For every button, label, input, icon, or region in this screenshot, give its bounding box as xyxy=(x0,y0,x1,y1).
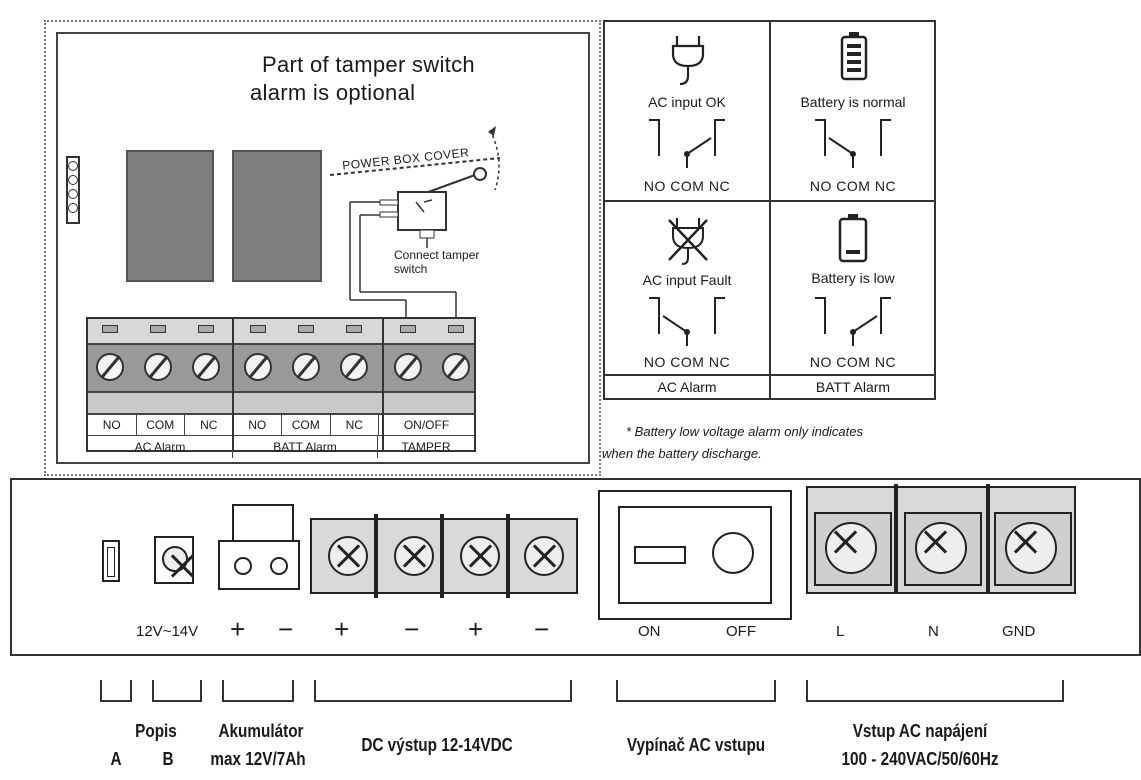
voltage-label: 12V~14V xyxy=(136,623,199,640)
footnote-line1: * Battery low voltage alarm only indicat… xyxy=(626,424,864,439)
terminal-screw-icon xyxy=(96,353,124,381)
power-terminal-panel xyxy=(10,478,1141,656)
status-label: AC input Fault xyxy=(642,272,732,288)
relay-status-grid: AC input OK NO COM NC Battery is normal … xyxy=(603,20,936,400)
battery-low-cell: Battery is low NO COM NC xyxy=(771,202,935,374)
terminal-label: NO xyxy=(234,415,282,435)
terminal-groups: AC Alarm BATT Alarm TAMPER xyxy=(88,436,474,458)
connect-tamper-line1: Connect tamper xyxy=(394,248,480,262)
contact-labels: NO COM NC xyxy=(809,178,897,194)
terminal-screw-icon xyxy=(292,353,320,381)
battery-normal-cell: Battery is normal NO COM NC xyxy=(771,22,935,200)
relay-contact-icon xyxy=(815,297,891,346)
ac-switch-frame xyxy=(598,490,792,620)
tamper-title-line2: alarm is optional xyxy=(250,80,416,105)
relay-contact-icon xyxy=(649,297,725,346)
grid-footer-batt: BATT Alarm xyxy=(815,379,891,395)
contact-labels: NO COM NC xyxy=(809,354,897,370)
battery-connector-top xyxy=(232,504,294,542)
tamper-panel xyxy=(56,32,590,464)
switch-off-label: OFF xyxy=(726,623,756,640)
terminal-screw-icon xyxy=(244,353,272,381)
caption-ac-input-line2: 100 - 240VAC/50/60Hz xyxy=(841,749,999,769)
led-indicator-icon xyxy=(102,540,120,582)
alarm-terminal-strip: NO COM NC NO COM NC ON/OFF AC Alarm BATT… xyxy=(86,317,476,458)
pin-header-icon xyxy=(66,156,80,224)
bracket-ac xyxy=(806,680,1064,702)
terminal-label: ON/OFF xyxy=(403,418,450,432)
ac-relay-block xyxy=(126,150,214,282)
ac-fault-cell: AC input Fault NO COM NC xyxy=(605,202,769,374)
connect-tamper-line2: switch xyxy=(394,262,428,276)
terminal-group: TAMPER xyxy=(401,440,451,454)
ac-label-n: N xyxy=(928,623,939,640)
dc-output-terminal-block xyxy=(310,514,578,598)
bracket-a xyxy=(100,680,132,702)
terminal-screw-icon xyxy=(192,353,220,381)
plug-crossed-icon xyxy=(668,218,708,265)
battery-minus-label: − xyxy=(278,614,294,644)
caption-battery-line1: Akumulátor xyxy=(218,721,304,741)
terminal-label: NC xyxy=(185,415,234,435)
terminal-label: NC xyxy=(331,415,379,435)
bracket-dc xyxy=(314,680,572,702)
battery-full-icon xyxy=(840,32,868,81)
switch-on-label: ON xyxy=(638,623,661,640)
terminal-screw-icon xyxy=(144,353,172,381)
grid-footer-ac: AC Alarm xyxy=(657,379,717,395)
ac-ok-cell: AC input OK NO COM NC xyxy=(605,22,769,200)
terminal-group: BATT Alarm xyxy=(233,436,378,458)
tamper-switch-drawing xyxy=(329,126,501,320)
dc-sign: − xyxy=(534,614,550,644)
terminal-screw-icon xyxy=(394,353,422,381)
status-label: Battery is normal xyxy=(800,94,906,110)
ac-switch xyxy=(618,506,772,604)
battery-low-icon xyxy=(838,214,868,263)
bracket-switch xyxy=(616,680,776,702)
bracket-b xyxy=(152,680,202,702)
caption-popis-b: B xyxy=(162,749,174,769)
dc-sign: + xyxy=(468,614,484,644)
batt-relay-block xyxy=(232,150,322,282)
status-label: Battery is low xyxy=(811,270,895,286)
relay-contact-icon xyxy=(815,119,891,168)
voltage-trimmer-icon xyxy=(154,536,194,584)
terminal-screw-icon xyxy=(340,353,368,381)
battery-connector-icon xyxy=(218,540,300,590)
contact-labels: NO COM NC xyxy=(643,178,731,194)
relay-contact-icon xyxy=(649,119,725,168)
footnote-line2: when the battery discharge. xyxy=(602,446,762,461)
caption-ac-switch: Vypínač AC vstupu xyxy=(626,735,766,755)
ac-input-terminal-block xyxy=(806,484,1076,594)
caption-popis-a: A xyxy=(110,749,122,769)
caption-battery-line2: max 12V/7Ah xyxy=(210,749,306,769)
terminal-group: AC Alarm xyxy=(88,436,233,458)
terminal-label: COM xyxy=(282,415,331,435)
status-label: AC input OK xyxy=(648,94,726,110)
terminal-screw-icon xyxy=(442,353,470,381)
ac-label-l: L xyxy=(836,623,845,640)
dc-sign: + xyxy=(334,614,350,644)
terminal-label: NO xyxy=(88,415,137,435)
bracket-battery xyxy=(222,680,294,702)
battery-plus-label: + xyxy=(230,614,246,644)
terminal-label: COM xyxy=(137,415,185,435)
terminal-labels: NO COM NC NO COM NC ON/OFF xyxy=(88,415,474,436)
tamper-title-line1: Part of tamper switch xyxy=(262,52,475,77)
contact-labels: NO COM NC xyxy=(643,354,731,370)
ac-label-gnd: GND xyxy=(1002,623,1036,640)
tamper-panel-outline xyxy=(44,20,601,476)
dc-sign: − xyxy=(404,614,420,644)
caption-popis: Popis xyxy=(135,721,177,741)
plug-icon xyxy=(671,36,705,86)
caption-dc-output: DC výstup 12-14VDC xyxy=(361,735,513,755)
caption-ac-input-line1: Vstup AC napájení xyxy=(852,721,988,741)
